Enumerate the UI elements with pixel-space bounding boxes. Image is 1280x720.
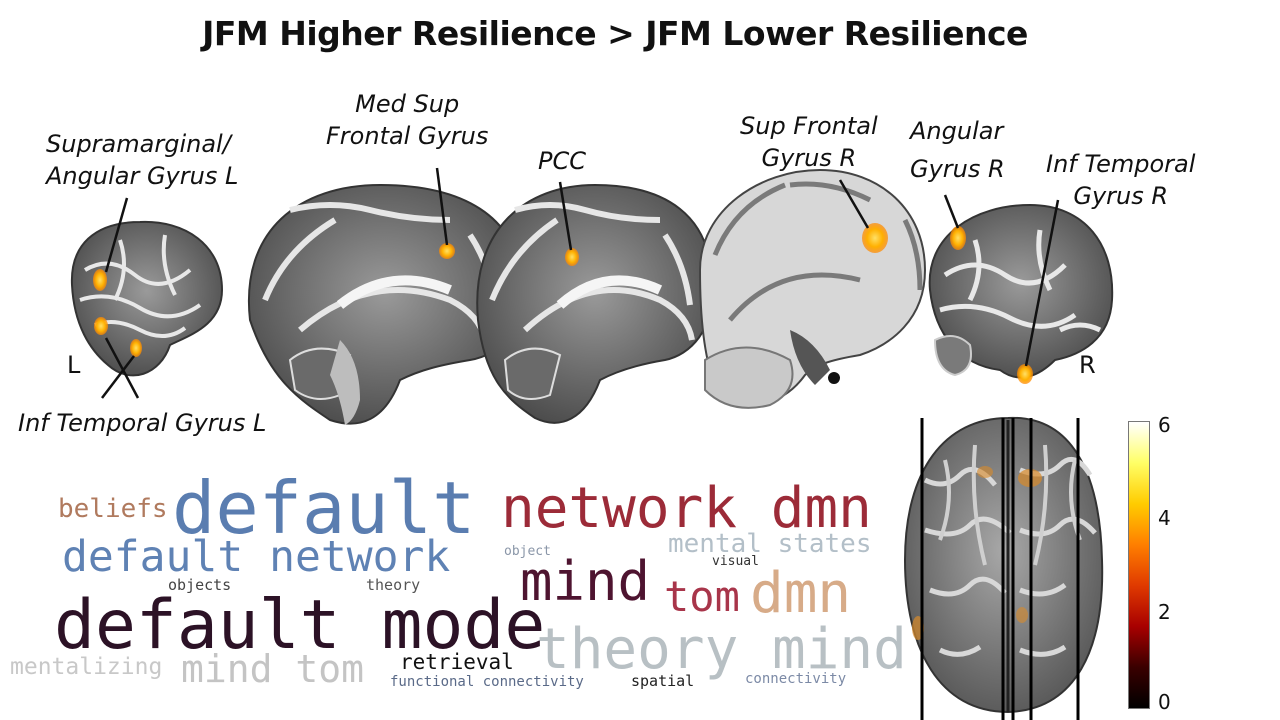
- label-supramarginal-angular-l: Supramarginal/ Angular Gyrus L: [46, 130, 239, 190]
- word: objects: [168, 576, 232, 594]
- colorbar-tick: 4: [1158, 506, 1171, 530]
- activation-blob: [565, 248, 579, 266]
- brain-axial: [903, 416, 1104, 720]
- side-label-left: L: [67, 351, 81, 379]
- colorbar-tick: 0: [1158, 690, 1171, 714]
- label-med-sup-frontal: Med Sup Frontal Gyrus: [326, 90, 489, 150]
- word: default: [172, 466, 476, 550]
- word: mind tom: [181, 647, 365, 691]
- word: beliefs: [58, 494, 168, 524]
- side-label-right: R: [1079, 351, 1096, 379]
- word: retrieval: [400, 650, 514, 674]
- activation-blob: [130, 339, 142, 357]
- activation-blob: [93, 269, 107, 291]
- brain-sagittal-3: [698, 168, 927, 409]
- colorbar-tick: 6: [1158, 413, 1171, 437]
- activation-blob: [1017, 364, 1033, 384]
- word: mental states: [668, 529, 872, 559]
- brain-sagittal-1: [247, 183, 522, 425]
- word: visual: [712, 554, 759, 569]
- word: connectivity: [745, 671, 847, 687]
- activation-blob: [862, 223, 888, 253]
- figure-title: JFM Higher Resilience > JFM Lower Resili…: [202, 14, 1028, 53]
- label-pcc: PCC: [538, 147, 586, 175]
- word: mind: [520, 550, 651, 613]
- label-inf-temporal-r: Inf Temporal Gyrus R: [1046, 150, 1196, 210]
- activation-blob: [439, 243, 455, 259]
- word: theory mind: [536, 617, 907, 682]
- word: default network: [62, 532, 451, 582]
- label-angular-r: Angular Gyrus R: [910, 117, 1005, 183]
- word: object: [504, 544, 551, 559]
- colorbar: [1128, 421, 1150, 709]
- label-sup-frontal-r: Sup Frontal Gyrus R: [740, 112, 878, 172]
- brain-right-lateral: [928, 203, 1114, 384]
- word: tom: [664, 572, 740, 621]
- activation-blob: [94, 317, 108, 335]
- word: dmn: [750, 561, 852, 626]
- word: network dmn: [501, 476, 872, 541]
- activation-blob: [950, 226, 966, 250]
- word: spatial: [631, 672, 695, 690]
- word: theory: [366, 576, 421, 594]
- pointer-lines: [101, 167, 1060, 399]
- word: default mode: [54, 586, 546, 665]
- word: mentalizing: [10, 654, 163, 680]
- brain-sagittal-2: [476, 183, 714, 424]
- colorbar-tick: 2: [1158, 600, 1171, 624]
- label-inf-temporal-l: Inf Temporal Gyrus L: [18, 409, 267, 437]
- word: functional connectivity: [390, 674, 584, 690]
